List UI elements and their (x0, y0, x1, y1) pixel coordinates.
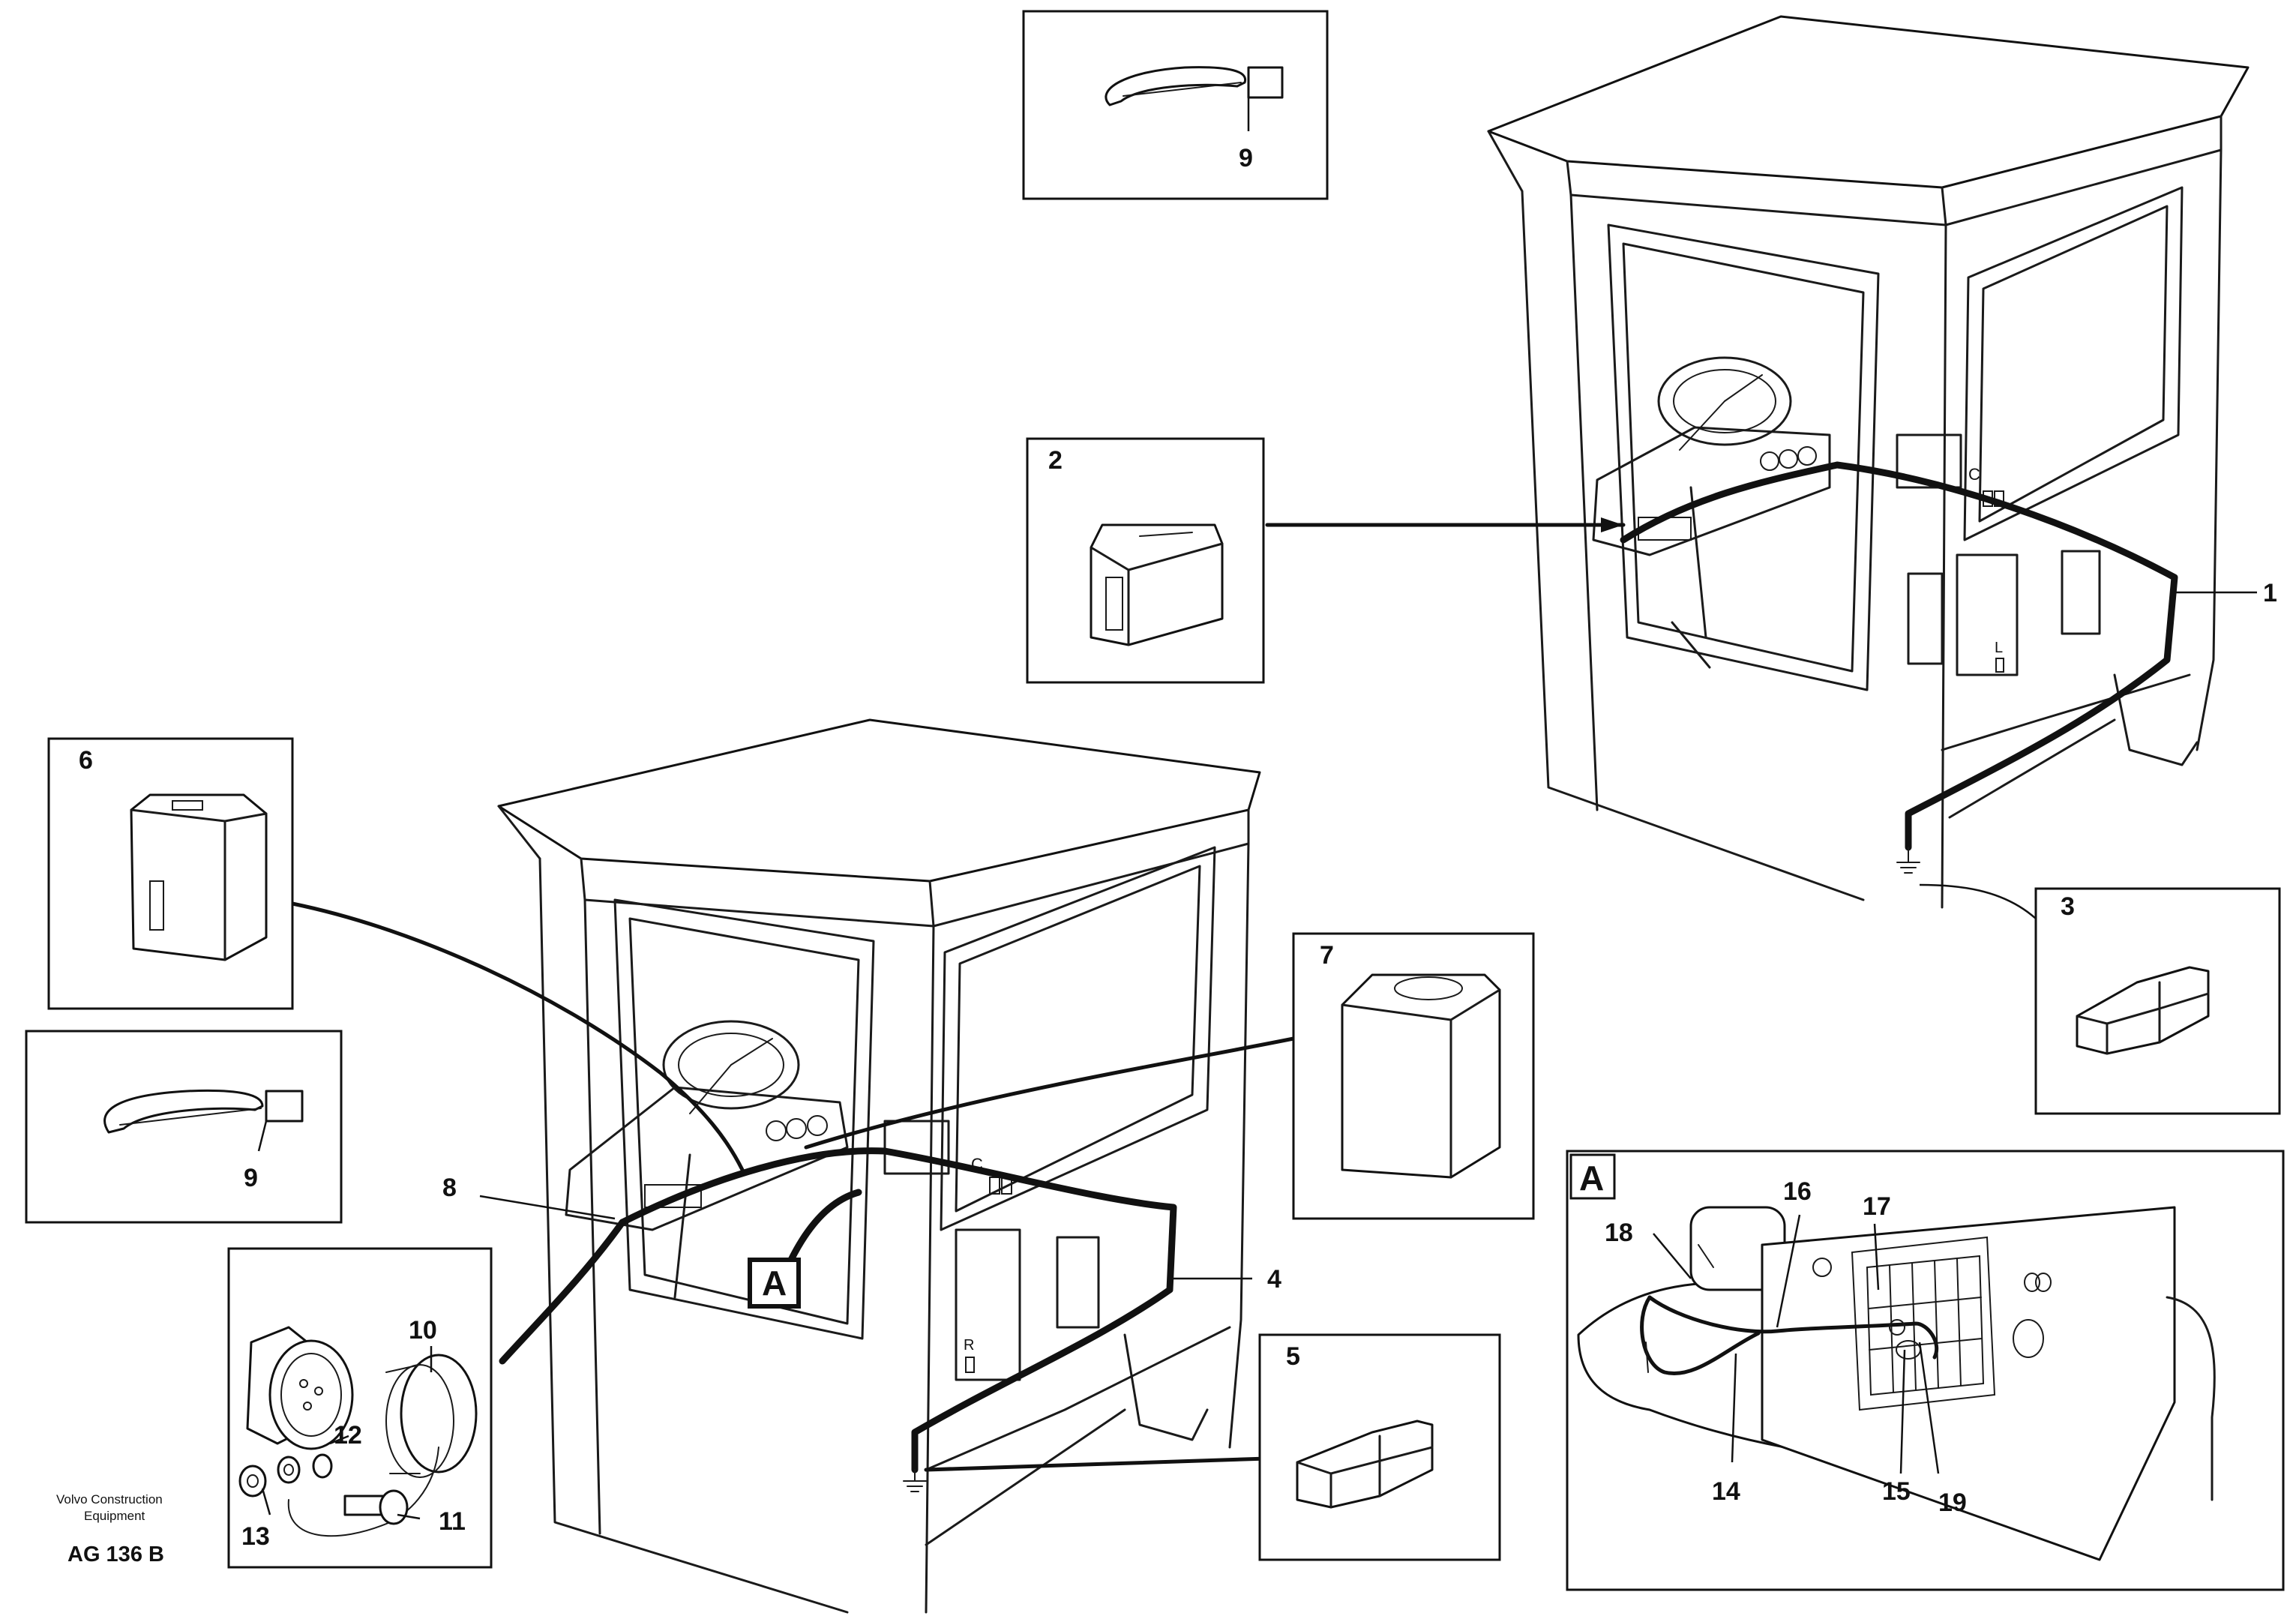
label-12: 12 (334, 1421, 362, 1450)
label-4: 4 (1267, 1265, 1281, 1294)
callout-box-2: 2 (1026, 437, 1265, 684)
cab-mark-c-upper: C (1968, 465, 1980, 484)
label-17: 17 (1863, 1192, 1891, 1221)
switch-grid (1866, 1255, 1985, 1396)
callout-box-connector: 10 12 13 11 (227, 1247, 493, 1569)
callout-box-9-left: 9 (25, 1030, 343, 1224)
label-9-left: 9 (244, 1164, 258, 1192)
detail-marker-a-letter: A (762, 1264, 787, 1303)
label-16: 16 (1783, 1177, 1812, 1206)
label-15: 15 (1882, 1477, 1911, 1506)
label-11: 11 (439, 1507, 466, 1536)
detail-marker-a: A (748, 1258, 801, 1309)
brand-line-2: Equipment (84, 1509, 145, 1523)
label-9-top: 9 (1239, 144, 1253, 172)
callout-box-6: 6 (47, 737, 294, 1010)
callout-box-3: 3 (2034, 887, 2281, 1115)
detail-box-a-title: A (1579, 1159, 1604, 1198)
label-10: 10 (409, 1316, 437, 1345)
footer: Volvo Construction Equipment AG 136 B (56, 1492, 164, 1567)
label-1: 1 (2263, 579, 2277, 607)
label-8: 8 (442, 1174, 457, 1202)
label-13: 13 (241, 1522, 270, 1551)
label-19: 19 (1938, 1489, 1967, 1517)
cab-mark-r: R (964, 1337, 974, 1354)
label-18: 18 (1605, 1219, 1633, 1247)
callout-box-7: 7 (1292, 932, 1535, 1220)
label-7: 7 (1320, 941, 1334, 970)
label-5: 5 (1286, 1342, 1300, 1371)
detail-box-a: A (1566, 1150, 2285, 1591)
drawing-code: AG 136 B (67, 1543, 164, 1567)
cab-mark-l: L (1995, 640, 2003, 656)
brand-line-1: Volvo Construction (56, 1492, 163, 1507)
callout-box-9-top: 9 (1022, 10, 1329, 200)
label-14: 14 (1712, 1477, 1740, 1506)
wiring-harness (290, 461, 2257, 1492)
callout-box-5: 5 (1258, 1333, 1501, 1561)
label-2: 2 (1048, 446, 1063, 475)
label-3: 3 (2061, 892, 2075, 921)
upper-cab: C L (1487, 15, 2250, 909)
lower-cab: C R (497, 718, 1261, 1614)
label-6: 6 (79, 746, 93, 775)
